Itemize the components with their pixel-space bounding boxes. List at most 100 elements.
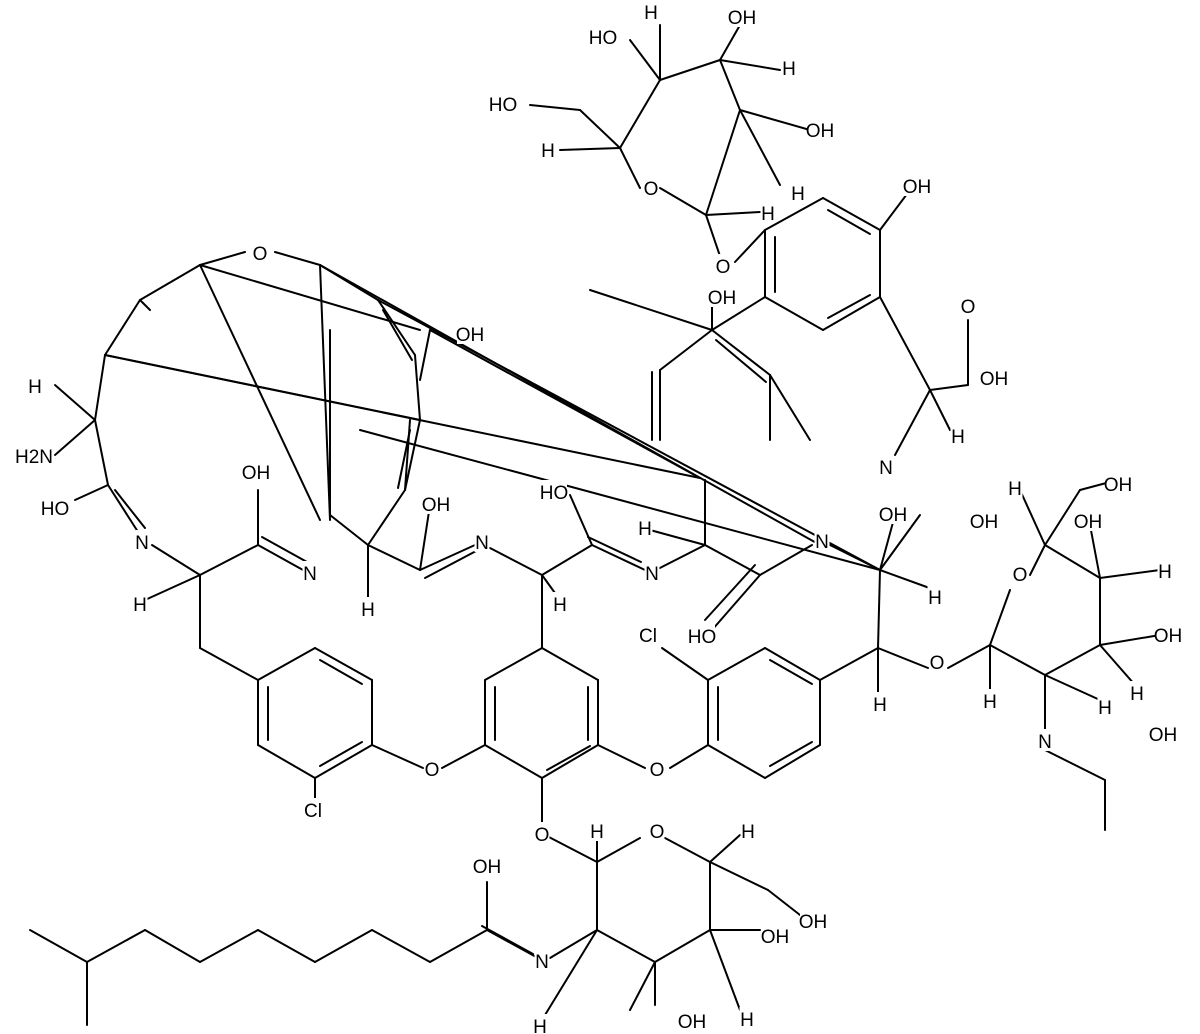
atom-label: N [134,530,150,554]
bond [199,647,259,681]
bond [359,429,881,571]
bond [559,147,621,151]
atom-label: H [1157,559,1173,583]
bond [441,744,486,769]
bonds [29,24,1161,1026]
atom-label: N [878,455,894,479]
atom-text: H [28,377,42,398]
bond [541,744,599,779]
atom-text: N [475,533,489,554]
bond [1099,644,1136,686]
bond [199,264,421,331]
atom-label: N [814,529,830,553]
bond [1044,674,1101,701]
atom-label: O [960,294,976,318]
atom-label: OH [879,502,907,526]
bond [879,189,911,231]
bond [424,549,479,579]
bond [819,647,879,681]
atom-label: HO [688,624,716,648]
bond [1099,569,1161,579]
atom-label: O [715,254,731,278]
atom-text: O [1013,565,1028,586]
bond [397,429,411,489]
bond [704,564,756,621]
bond [257,544,304,571]
bond [419,504,431,571]
bond [629,39,661,81]
atom-label: OH [473,854,501,878]
bond [629,961,656,1011]
bond [596,929,656,963]
atom-label: H2N [15,444,53,468]
bond [767,889,801,916]
bond [659,329,713,371]
atom-label: OH [970,509,998,533]
atom-label: OH [1149,722,1177,746]
atom-text: OH [980,369,1009,390]
bond [715,339,767,383]
bond [877,647,929,669]
bond [319,264,331,521]
atom-text: H [782,59,796,80]
atom-text: O [425,760,440,781]
bond [414,354,421,421]
atom-label: H [1129,681,1145,705]
bond [739,109,811,131]
bond [144,574,201,601]
bond [719,59,781,71]
bond [596,837,641,863]
atom-label: H [1007,476,1023,500]
bond [261,536,308,563]
atom-label: H [360,597,376,621]
bond [764,647,821,681]
atom-text: O [253,244,268,265]
bond [429,929,488,963]
bond [484,744,543,779]
atom-text: OH [761,927,790,948]
atom-text: N [1038,732,1052,753]
bond [114,489,146,529]
atom-text: Cl [639,626,657,647]
bond [314,647,373,681]
atom-text: O [930,653,945,674]
bond [199,544,259,576]
bond [544,834,598,863]
atom-text: H [1008,479,1022,500]
bond [669,744,709,769]
atom-label: H [739,1007,755,1031]
atom-label: H [927,585,943,609]
bond [711,296,766,331]
bond [419,329,431,381]
atom-label: H [872,692,888,716]
atom-text: OH [903,177,932,198]
bond [404,419,421,491]
bond [709,834,741,863]
bond [257,647,316,681]
bond [429,329,701,479]
bond [1029,544,1046,576]
bond [769,659,813,685]
bond [319,741,363,767]
bond [257,929,316,963]
atom-text: OH [1074,512,1103,533]
bond [319,659,363,685]
atom-text: OH [456,325,485,346]
atom-label: OH [1154,623,1182,647]
bond [719,24,741,61]
atom-text: H [740,1010,754,1031]
atom-label: OH [806,118,834,142]
bond [74,484,109,501]
bond [705,109,741,216]
atom-text: H [1098,698,1112,719]
bond [199,264,321,521]
bond [659,187,707,216]
bond [144,929,201,963]
atom-text: H [951,427,965,448]
atom-label: H [760,201,776,225]
atom-label: O [252,241,268,265]
bond [769,374,811,441]
atom-label: H [643,0,659,24]
atom-text: H [133,595,147,616]
